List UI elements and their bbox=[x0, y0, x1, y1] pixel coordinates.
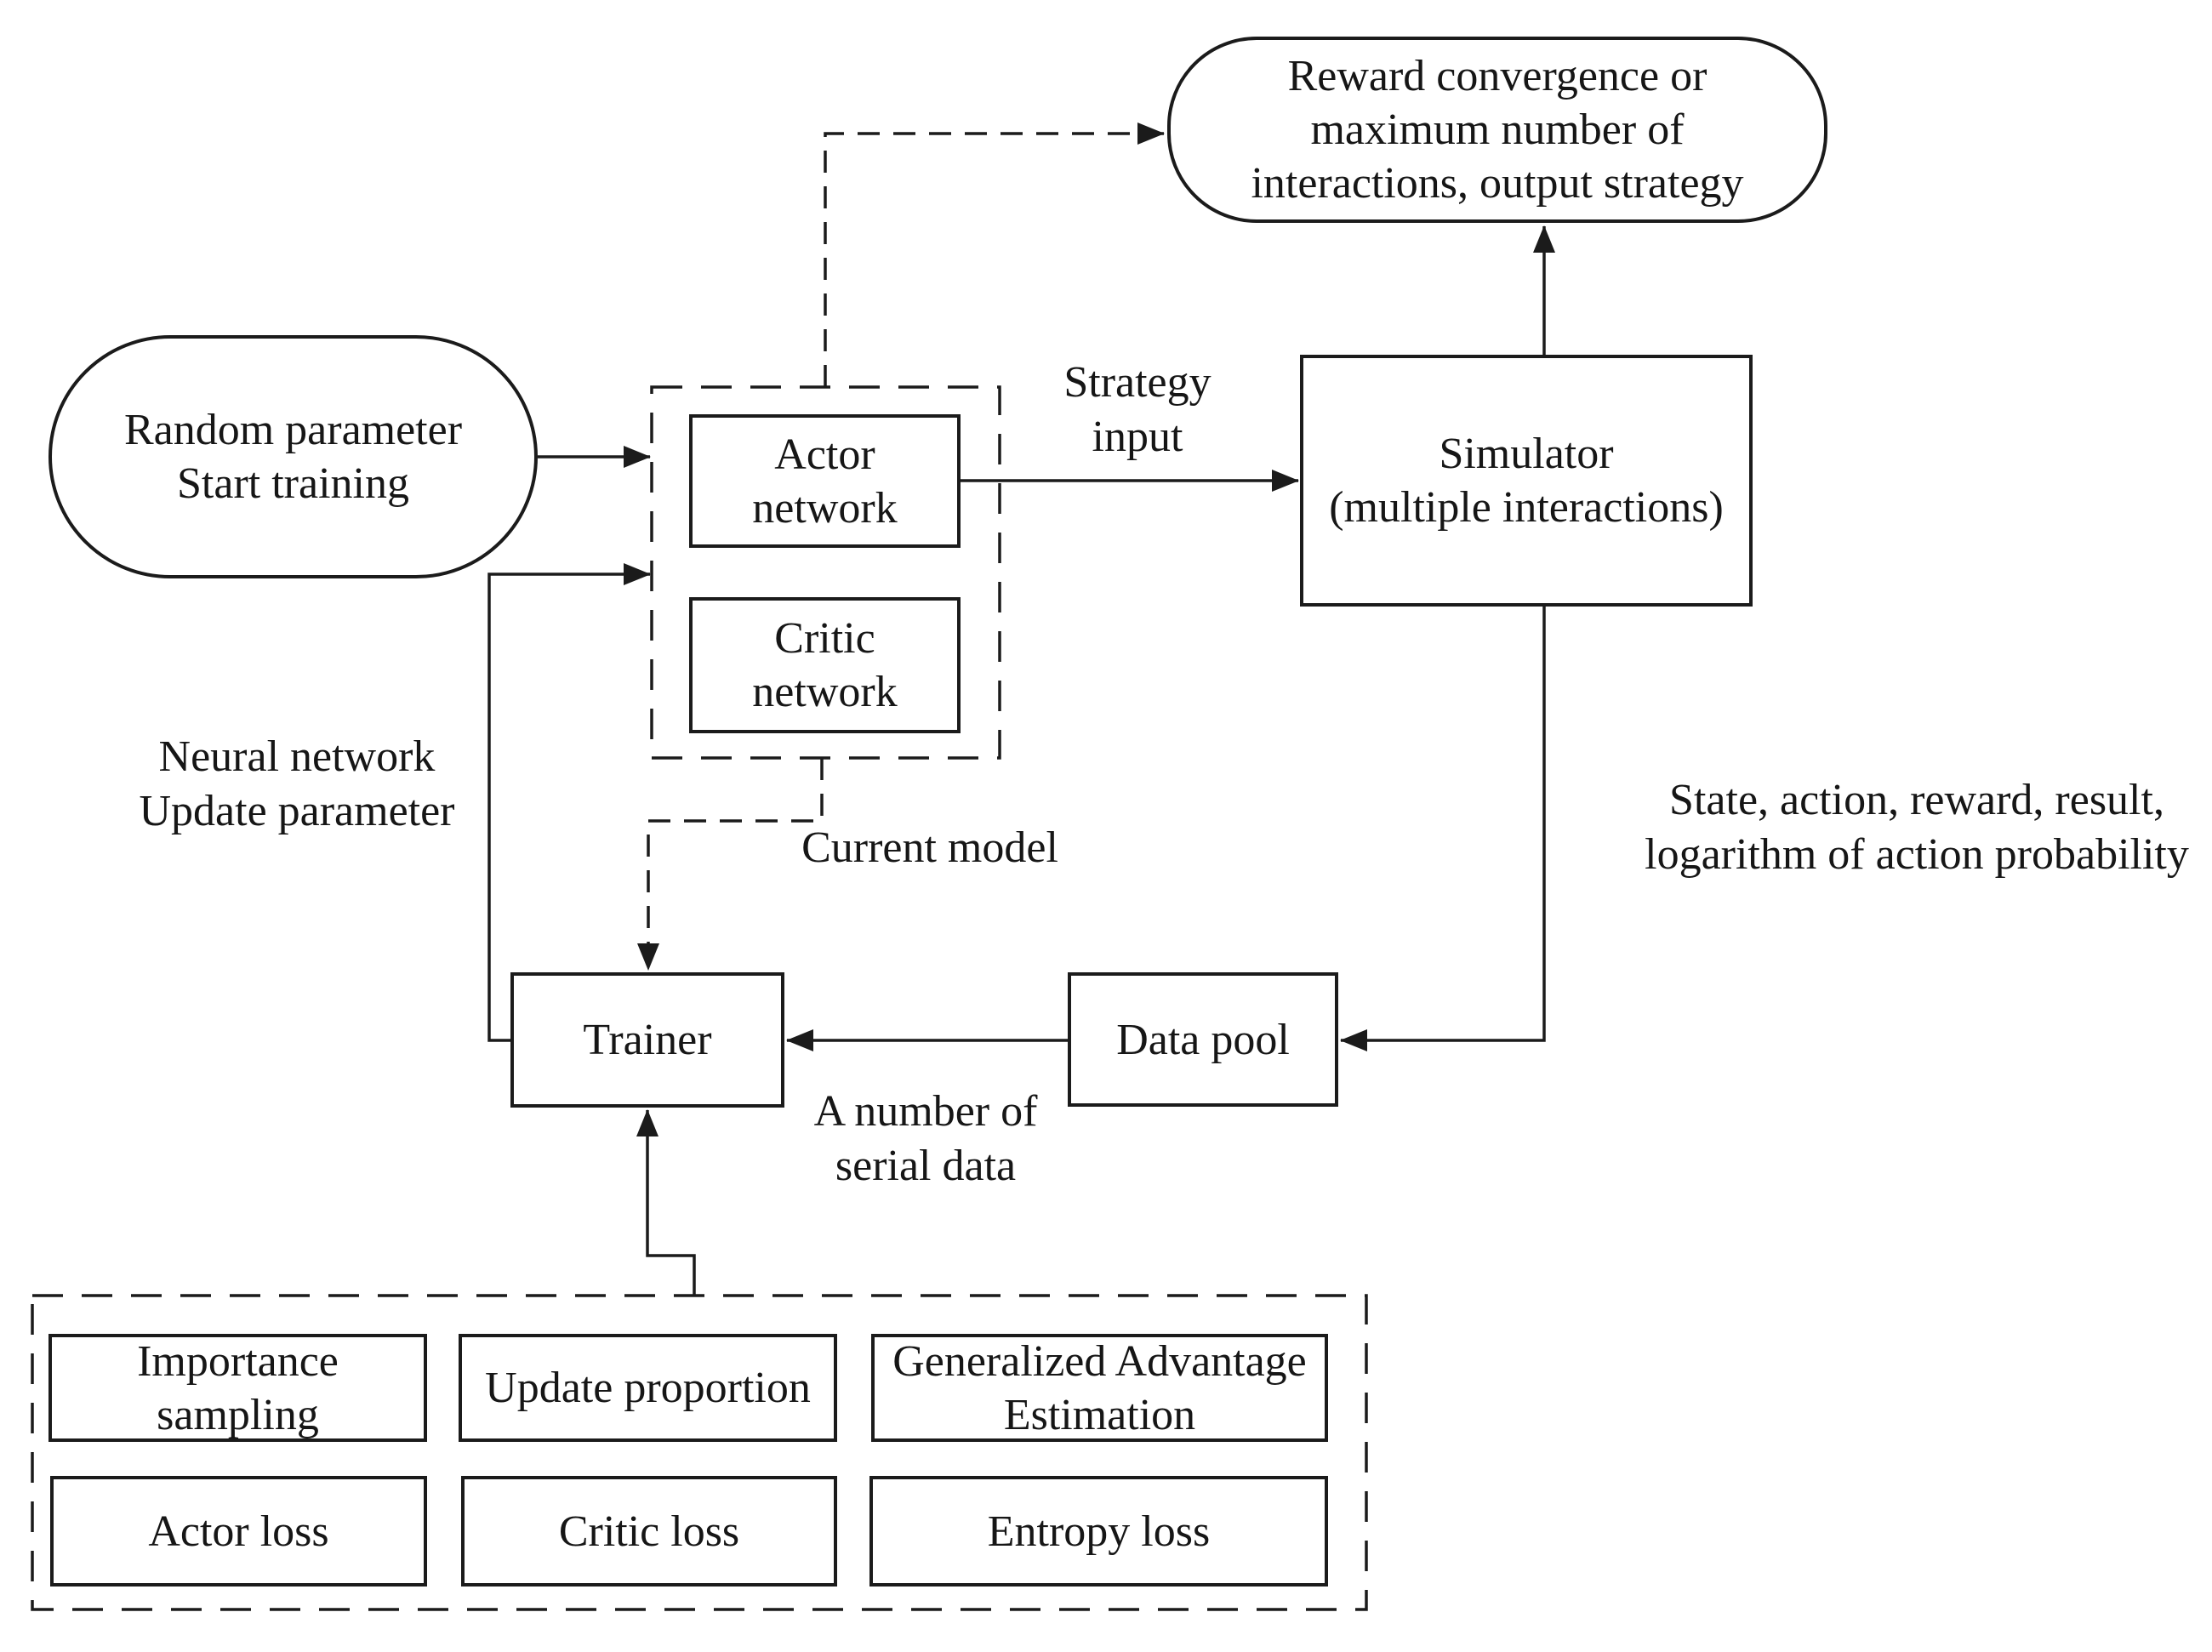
edge-networks-to-reward-dashed bbox=[824, 122, 1165, 387]
critic-network-box: Critic network bbox=[689, 597, 961, 733]
neural-network-update-label: Neural network Update parameter bbox=[139, 732, 455, 835]
simulator-output-label: State, action, reward, result, logarithm… bbox=[1645, 776, 2189, 879]
edge-trainer-update-feedback bbox=[487, 563, 651, 1042]
update-proportion-box: Update proportion bbox=[459, 1334, 837, 1442]
trainer-box: Trainer bbox=[510, 972, 784, 1108]
simulator-box: Simulator (multiple interactions) bbox=[1300, 355, 1753, 607]
actor-loss-box: Actor loss bbox=[50, 1476, 427, 1586]
importance-sampling-box: Importance sampling bbox=[48, 1334, 427, 1442]
start-terminator: Random parameter Start training bbox=[48, 335, 538, 578]
edge-components-to-trainer bbox=[636, 1109, 696, 1296]
serial-data-label: A number of serial data bbox=[813, 1087, 1038, 1190]
data-pool-box: Data pool bbox=[1068, 972, 1338, 1107]
strategy-input-label: Strategy input bbox=[1063, 358, 1211, 461]
actor-network-box: Actor network bbox=[689, 414, 961, 548]
edge-currentmodel-to-trainer-dashed bbox=[637, 758, 824, 971]
current-model-label: Current model bbox=[801, 823, 1058, 872]
generalized-advantage-estimation-box: Generalized Advantage Estimation bbox=[871, 1334, 1328, 1442]
reward-output-terminator: Reward convergence or maximum number of … bbox=[1167, 37, 1827, 223]
trainer-components-dashed-group bbox=[31, 1294, 1368, 1611]
edge-simulator-to-datapool bbox=[1340, 607, 1546, 1051]
entropy-loss-box: Entropy loss bbox=[869, 1476, 1328, 1586]
critic-loss-box: Critic loss bbox=[461, 1476, 837, 1586]
